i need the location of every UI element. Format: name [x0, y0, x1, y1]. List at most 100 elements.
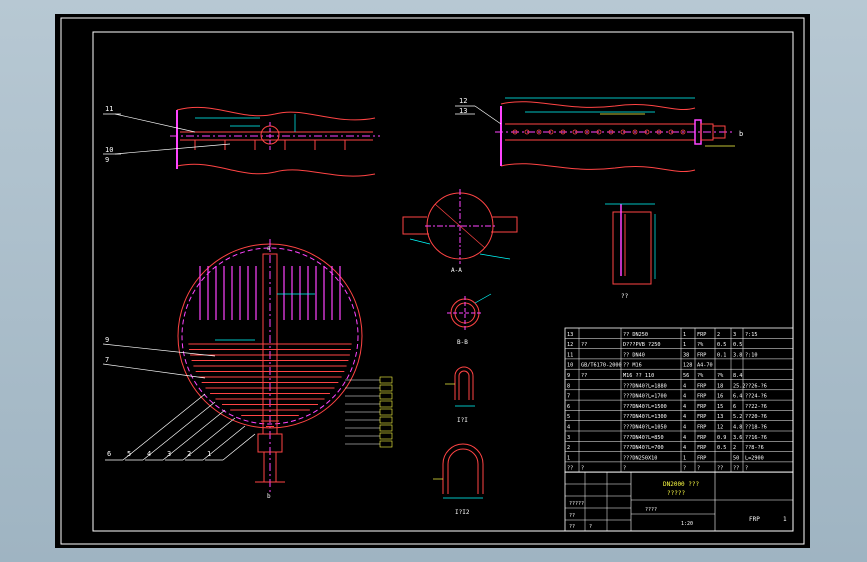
u-bend-inner: [447, 448, 479, 494]
leader-line: [122, 393, 206, 461]
view-partial-elevation-right: 12 13 b: [455, 97, 743, 173]
bom-cell: 3: [733, 332, 736, 338]
outer-border: [60, 17, 805, 545]
bom-cell: 13: [717, 414, 723, 420]
break-line-bottom: [176, 163, 376, 177]
bom-cell: ??18-?6: [745, 425, 767, 431]
drawing-canvas[interactable]: 11 10 9: [55, 14, 810, 548]
bom-cell: ??20-?6: [745, 414, 767, 420]
section-a-a: A-A: [402, 189, 518, 274]
bom-cell: ?: [623, 466, 626, 472]
bom-cell: 5.2: [733, 414, 742, 420]
vessel-inner: [181, 247, 359, 425]
bom-cell: ??16-?6: [745, 435, 767, 441]
bom-cell: 4: [567, 425, 570, 431]
bom-cell: 10: [567, 363, 573, 369]
bom-cell: 2: [567, 445, 570, 451]
leader-line: [142, 401, 216, 461]
bom-cell: A4-70: [697, 363, 713, 369]
bom-cell: 0.5: [733, 342, 742, 348]
bom-cell: 1: [683, 332, 686, 338]
title-cell: ??: [569, 513, 575, 519]
bom-cell: 50: [733, 455, 739, 461]
leader-line: [202, 425, 246, 461]
bom-cell: 4.8: [733, 425, 742, 431]
bom-cell: 12: [567, 342, 573, 348]
bom-cell: 8.4: [733, 373, 742, 379]
part-label: 7: [105, 356, 109, 364]
bom-cell: 2: [717, 332, 720, 338]
scale-cell: 1:20: [681, 521, 693, 527]
end-nozzle: [712, 125, 726, 139]
bom-cell: ??: [717, 466, 723, 472]
item-tags-right: [345, 376, 393, 448]
tag-box: [379, 376, 393, 384]
bom-cell: 7: [567, 394, 570, 400]
tag-box: [379, 392, 393, 400]
tag-box: [379, 384, 393, 392]
part-label: 6: [107, 450, 111, 458]
bom-cell: ??26-?6: [745, 383, 767, 389]
hole-pattern: [512, 129, 686, 135]
bom-cell: 12: [717, 425, 723, 431]
bom-cell: ???DN40?L=850: [623, 435, 664, 441]
bom-cell: ???DN40?L=700: [623, 445, 664, 451]
leader-line: [114, 113, 196, 133]
bom-cell: FRP: [697, 332, 706, 338]
bom-cell: ??: [581, 373, 587, 379]
view-partial-elevation-left: 11 10 9: [103, 105, 380, 177]
part-label: b: [739, 130, 743, 138]
bom-cell: 11: [567, 352, 573, 358]
u-bend-outer: [454, 366, 474, 400]
bom-cell: 16: [717, 394, 723, 400]
title-cell: ?????: [569, 501, 584, 507]
part-label: 2: [187, 450, 191, 458]
top-label: a: [267, 245, 271, 252]
bom-cell: 3.8: [733, 352, 742, 358]
bom-cell: 18: [717, 383, 723, 389]
bom-cell: 0.5: [717, 445, 726, 451]
part-label: 4: [147, 450, 151, 458]
bom-cell: 8: [567, 383, 570, 389]
cad-drawing-svg: 11 10 9: [60, 17, 805, 545]
bom-cell: 6: [733, 404, 736, 410]
bom-cell: 15: [717, 404, 723, 410]
bom-cell: ?? M16: [623, 363, 642, 369]
bom-cell: ??8-?6: [745, 445, 764, 451]
bom-cell: ??22-?6: [745, 404, 767, 410]
bom-cell: 1: [683, 455, 686, 461]
bom-cell: ?? DN40: [623, 352, 645, 358]
bom-cell: ?%: [697, 373, 704, 379]
sheet-cell: 1: [783, 516, 787, 523]
part-label: 11: [105, 105, 113, 113]
tag-box: [379, 440, 393, 448]
nozzle-left: [402, 216, 429, 235]
bom-cell: 9: [567, 373, 570, 379]
bom-cell: D???PVB ?250: [623, 342, 660, 348]
bom-cell: 3.6: [733, 435, 742, 441]
bom-cell: 38: [683, 352, 689, 358]
u-bend-outer: [442, 443, 484, 494]
detail-label: I?I: [457, 417, 468, 424]
part-label: 13: [459, 107, 467, 115]
bom-cell: 3: [567, 435, 570, 441]
lower-tubes: [188, 343, 352, 427]
bottom-label: b: [267, 493, 271, 500]
section-b-b: B-B: [447, 293, 492, 346]
bom-cell: ??24-?6: [745, 394, 767, 400]
title-cell: ?: [589, 524, 592, 530]
bom-cell: ?:15: [745, 332, 758, 338]
bom-cell: M16 ?? 110: [623, 373, 654, 379]
bom-cell: ?%: [717, 373, 724, 379]
bom-cell: 4: [683, 404, 686, 410]
detail-ii: I?I2: [433, 443, 484, 516]
section-label: B-B: [457, 339, 468, 346]
part-label: 9: [105, 156, 109, 164]
bom-cell: ???DN40?L=1700: [623, 394, 667, 400]
bom-cell: ??: [567, 466, 573, 472]
bom-cell: 6: [567, 404, 570, 410]
leader-line: [102, 363, 206, 379]
main-plan-view: a b 9 7 6 5 4 3 2 1: [102, 239, 393, 500]
bom-cell: 56: [683, 373, 689, 379]
